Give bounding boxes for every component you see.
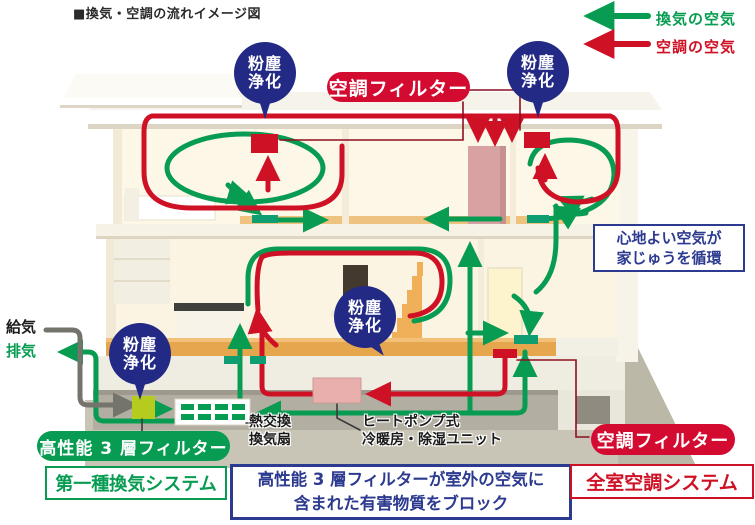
aircon-filter-pill-bottom: 空調フィルター <box>591 424 735 455</box>
exhaust-air-label: 排気 <box>6 342 37 360</box>
exhaust-arrow <box>57 339 183 424</box>
floor-grille-2f-right <box>527 215 549 223</box>
comfort-note-box: 心地よい空気が 家じゅうを循環 <box>593 224 745 272</box>
filter-block-note-box: 高性能 3 層フィルターが室外の空気に 含まれた有害物質をブロック <box>230 464 572 520</box>
heat-pump-unit-box <box>312 377 362 404</box>
dust-purification-balloon: 粉塵 浄化 <box>507 41 569 118</box>
aircon-filter-vent-right <box>524 132 550 148</box>
kitchen-floor-grille-2 <box>250 356 266 364</box>
air-duct-unit <box>468 146 506 224</box>
legend-conditioned-air: 空調の空気 <box>656 38 737 56</box>
wood-floor <box>106 338 558 356</box>
high-performance-filter-pill: 高性能 3 層フィルター <box>37 431 230 461</box>
heat-exchange-fan-box <box>174 398 251 426</box>
dust-purification-balloon: 粉塵 浄化 <box>234 42 296 119</box>
heat-pump-unit-label: ヒートポンプ式 冷暖房・除湿ユニット <box>362 414 502 448</box>
supply-air-arrow <box>43 327 139 418</box>
supply-air-label: 給気 <box>6 318 37 336</box>
ventilation-system-box: 第一種換気システム <box>45 466 227 500</box>
kitchen-counter <box>174 303 244 311</box>
dust-purification-balloon: 粉塵 浄化 <box>334 286 396 348</box>
floor-grille-2f-left <box>252 215 278 223</box>
floor-grille-1f-right <box>514 335 538 344</box>
dust-purification-balloon: 粉塵 浄化 <box>109 323 171 400</box>
heat-exchange-fan-label: 熱交換 換気扇 <box>249 414 291 448</box>
aircon-filter-vent-left <box>251 134 278 153</box>
aircon-system-box: 全室空調システム <box>570 464 754 499</box>
diagram-title: ■換気・空調の流れイメージ図 <box>73 7 262 22</box>
devices <box>132 132 550 426</box>
kitchen-floor-grille-1 <box>224 356 240 364</box>
legend-ventilation-air: 換気の空気 <box>656 10 737 28</box>
aircon-flow-arrows <box>141 29 651 407</box>
aircon-filter-pill-top: 空調フィルター <box>327 72 470 102</box>
aircon-floor-grille <box>493 349 517 358</box>
three-layer-filter-box <box>132 396 155 419</box>
